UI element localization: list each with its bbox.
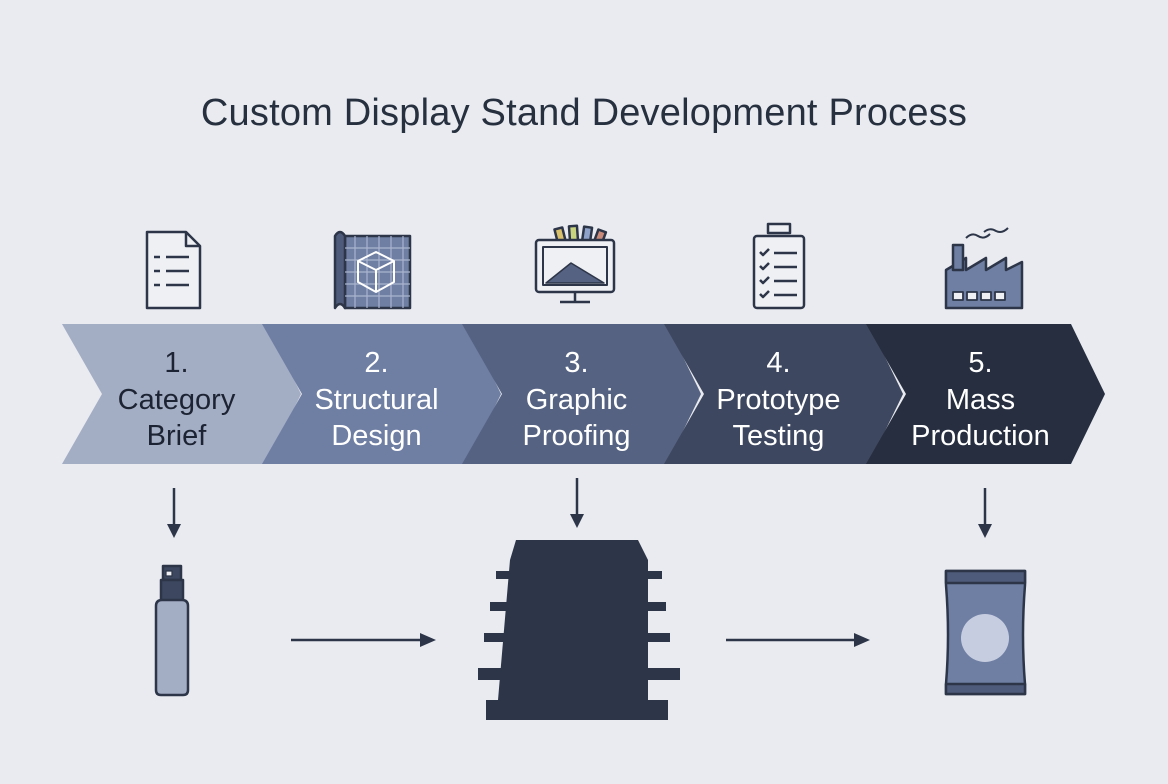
step-label-line1: Graphic	[526, 384, 628, 416]
product-pouch-icon	[944, 569, 1027, 696]
step-number: 4.	[766, 347, 790, 379]
clipboard-checklist-icon	[752, 222, 806, 310]
step-number: 2.	[364, 347, 388, 379]
step-label-line2: Brief	[147, 420, 208, 452]
step-label-line2: Production	[911, 420, 1050, 452]
step-number: 1.	[164, 347, 188, 379]
monitor-color-swatch-icon	[534, 224, 616, 304]
right-arrow-1	[291, 633, 436, 647]
step-label-line2: Proofing	[522, 420, 630, 452]
down-arrow-step-1	[167, 488, 181, 538]
chevron-shape	[262, 324, 501, 464]
step-number: 3.	[564, 347, 588, 379]
step-number: 5.	[968, 347, 992, 379]
step-label-line2: Testing	[733, 420, 825, 452]
display-stand-icon	[478, 540, 680, 720]
step-label-line1: Prototype	[716, 384, 840, 416]
chevron-shape	[62, 324, 301, 464]
down-arrow-step-3	[570, 478, 584, 528]
page-title: Custom Display Stand Development Process	[200, 92, 968, 134]
step-label-line2: Design	[331, 420, 421, 452]
chevron-shape	[462, 324, 701, 464]
chevron-shape	[664, 324, 903, 464]
step-label-line1: Mass	[946, 384, 1015, 416]
document-list-icon	[145, 230, 202, 310]
step-label-line1: Category	[118, 384, 236, 416]
down-arrow-step-5	[978, 488, 992, 538]
right-arrow-2	[726, 633, 870, 647]
blueprint-cube-icon	[333, 230, 412, 310]
spray-bottle-icon	[154, 564, 190, 697]
chevron-shape	[866, 324, 1105, 464]
factory-icon	[944, 227, 1024, 310]
step-label-line1: Structural	[314, 384, 438, 416]
